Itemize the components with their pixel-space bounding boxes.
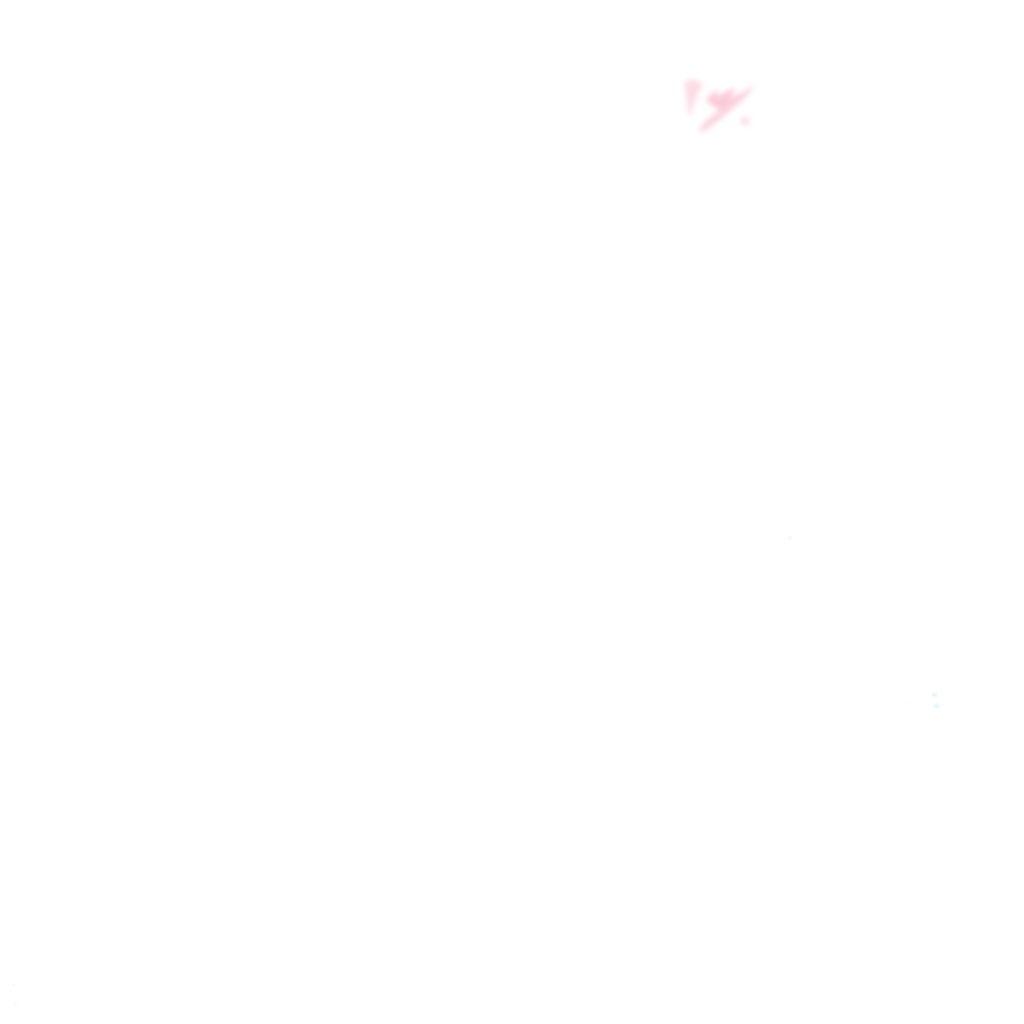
canvas-surface[interactable] [0,0,1024,1024]
canvas-root [0,0,1024,1024]
